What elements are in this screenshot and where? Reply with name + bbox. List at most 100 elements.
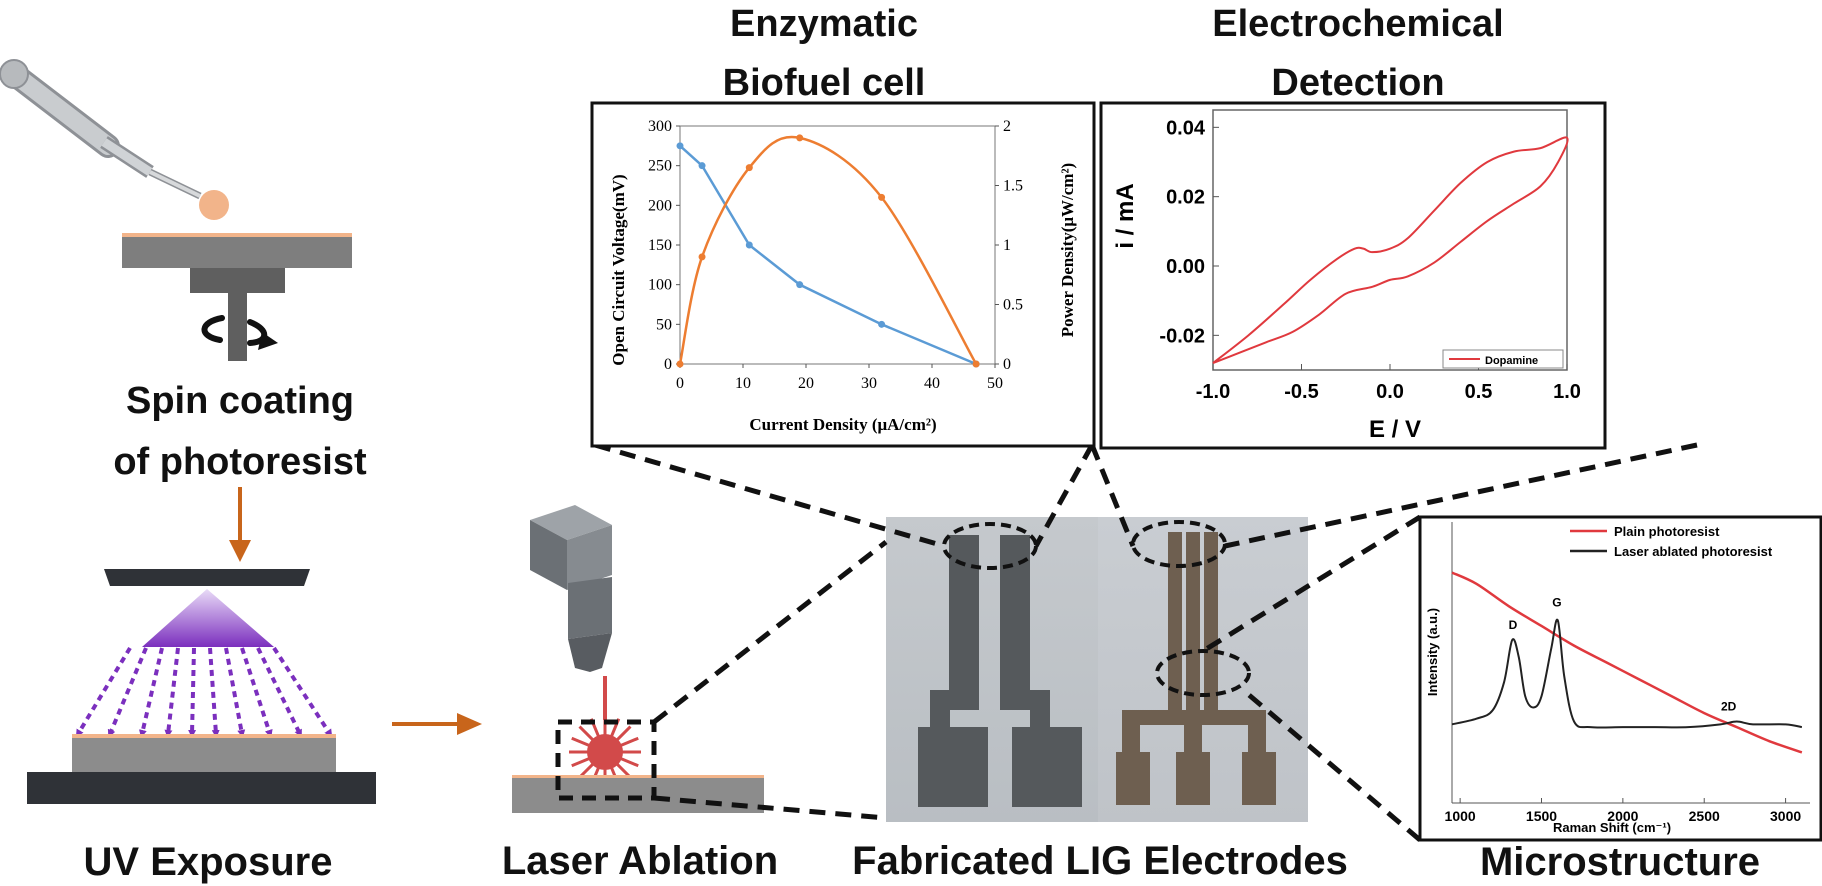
biofuel-data-point	[745, 164, 753, 172]
biofuel-y2-label: Power Density(μW/cm²)	[1058, 163, 1077, 337]
dropper-icon	[0, 59, 202, 200]
x-tick-label: 3000	[1770, 808, 1801, 824]
laser-ablation-illustration	[512, 505, 764, 813]
x-tick-label: 50	[987, 375, 1003, 392]
cv-legend-box	[1442, 349, 1564, 369]
x-tick-label: 10	[735, 375, 751, 392]
spin-coating-label-line2: of photoresist	[113, 441, 367, 483]
biofuel-series-line	[679, 144, 977, 366]
zoom-ellipse-sensor-mid	[1155, 649, 1251, 697]
biofuel-data-point	[676, 360, 684, 368]
electrochem-title-line1: Electrochemical	[1212, 3, 1503, 45]
raman-y-label: Intensity (a.u.)	[1425, 608, 1440, 696]
uv-base	[27, 772, 376, 804]
raman-peak-label: G	[1552, 595, 1561, 609]
electrochem-title-line2: Detection	[1271, 62, 1444, 104]
spark-ray	[578, 725, 595, 742]
y-tick-label: 250	[648, 158, 672, 175]
biofuel-data-point	[745, 241, 753, 249]
x-tick-label: 30	[861, 375, 877, 392]
biofuel-title-line1: Enzymatic	[730, 3, 918, 45]
spark-ray	[571, 756, 591, 768]
biofuel-data-point	[972, 360, 980, 368]
raman-series-line	[1451, 618, 1803, 729]
y-tick-label: 0.00	[1166, 256, 1205, 278]
biofuel-data-point	[698, 253, 706, 261]
lig-electrode-sensor	[1116, 532, 1276, 805]
raman-x-label: Raman Shift (cm⁻¹)	[1553, 820, 1671, 835]
raman-peak-label: 2D	[1721, 699, 1737, 713]
cv-chart-panel: -1.0 -0.5 0.0 0.5 1.0 -0.02 0.00 0.02 0.04Dopami…	[1099, 101, 1607, 450]
spin-coating-label-line1: Spin coating	[126, 380, 354, 422]
right-arrow-icon	[392, 713, 482, 735]
spin-shaft	[228, 293, 247, 361]
y2-tick-label: 0.5	[1003, 297, 1023, 314]
x-tick-label: 2000	[1607, 808, 1638, 824]
x-tick-label: -1.0	[1196, 381, 1230, 403]
raman-legend-label: Laser ablated photoresist	[1614, 544, 1773, 559]
y-tick-label: 100	[648, 277, 672, 294]
x-tick-label: 1.0	[1553, 381, 1581, 403]
biofuel-series-line	[678, 135, 978, 365]
biofuel-data-point	[676, 142, 684, 150]
down-arrow-icon	[229, 487, 251, 562]
biofuel-data-point	[796, 134, 804, 142]
spark-ray	[619, 756, 639, 768]
y-tick-label: 200	[648, 197, 672, 214]
spin-coating-illustration	[0, 59, 352, 361]
y2-tick-label: 0	[1003, 356, 1011, 373]
photomask	[104, 569, 310, 586]
uv-substrate	[72, 738, 336, 772]
y2-tick-label: 1.5	[1003, 178, 1023, 195]
uv-rays	[75, 646, 333, 738]
x-tick-label: 1000	[1445, 808, 1476, 824]
laser-photoresist	[512, 775, 764, 778]
x-tick-label: 0.5	[1465, 381, 1493, 403]
y-tick-label: 0.02	[1166, 187, 1205, 209]
electrode-photo	[886, 517, 1308, 822]
y2-tick-label: 1	[1003, 237, 1011, 254]
photoresist-droplet	[199, 190, 229, 220]
raman-peak-label: D	[1509, 618, 1518, 632]
zoom-connectors	[594, 442, 1698, 842]
laser-zoom-box	[555, 719, 657, 801]
raman-chart-panel: 1000 1500 2000 2500 3000 Plain photoresistLas…	[1418, 515, 1822, 842]
y2-tick-label: 2	[1003, 118, 1011, 135]
fabricated-label: Fabricated LIG Electrodes	[852, 839, 1348, 883]
photoresist-layer	[122, 233, 352, 237]
x-tick-label: -0.5	[1284, 381, 1318, 403]
spark-ray	[615, 725, 632, 742]
biofuel-data-point	[796, 281, 804, 289]
spark-ray	[571, 736, 591, 748]
cv-legend-label: Dopamine	[1485, 355, 1538, 367]
y-tick-label: 150	[648, 237, 672, 254]
y-tick-label: 0.04	[1166, 117, 1206, 139]
biofuel-y-label: Open Circuit Voltage(mV)	[609, 174, 628, 365]
y-tick-label: 50	[656, 316, 672, 333]
biofuel-title-line2: Biofuel cell	[723, 62, 926, 104]
x-tick-label: 0	[676, 375, 684, 392]
uv-photoresist-layer	[72, 734, 336, 738]
raman-series-line	[1451, 571, 1803, 754]
x-tick-label: 1500	[1526, 808, 1557, 824]
biofuel-data-point	[878, 193, 886, 201]
cv-x-label: E / V	[1369, 416, 1421, 443]
y-tick-label: 0	[664, 356, 672, 373]
y-tick-label: 300	[648, 118, 672, 135]
x-tick-label: 20	[798, 375, 814, 392]
spin-chuck	[190, 268, 285, 293]
uv-exposure-illustration	[27, 569, 376, 804]
uv-exposure-label: UV Exposure	[84, 840, 333, 884]
x-tick-label: 2500	[1689, 808, 1720, 824]
raman-legend-label: Plain photoresist	[1614, 524, 1720, 539]
lig-electrode-biofuel	[918, 535, 1082, 807]
y-tick-label: -0.02	[1159, 325, 1205, 347]
uv-light-cone	[142, 589, 274, 647]
laser-lens	[568, 577, 612, 639]
x-tick-label: 0.0	[1376, 381, 1404, 403]
coated-substrate	[122, 233, 352, 268]
biofuel-data-point	[698, 162, 706, 170]
x-tick-label: 40	[924, 375, 940, 392]
microstructure-label: Microstructure	[1480, 840, 1760, 884]
